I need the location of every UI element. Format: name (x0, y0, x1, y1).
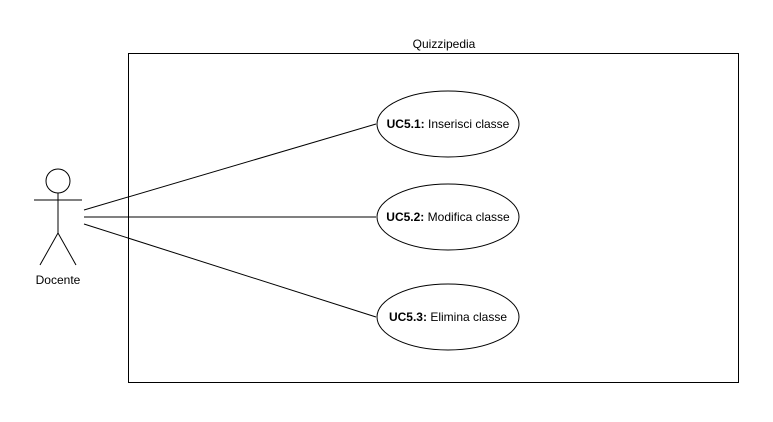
actor-right-leg (57, 232, 77, 266)
use-case-uc5-1: UC5.1: Inserisci classe (376, 90, 520, 158)
use-case-label: Inserisci classe (425, 117, 510, 131)
system-boundary (128, 53, 739, 383)
association-line-uc5-3 (83, 223, 377, 318)
actor-name: Docente (36, 273, 81, 287)
use-case-uc5-3: UC5.3: Elimina classe (376, 283, 520, 351)
use-case-ellipse (376, 90, 520, 158)
use-case-text: UC5.3: Elimina classe (389, 310, 507, 324)
association-line-uc5-1 (83, 123, 377, 211)
actor-left-leg (39, 232, 59, 266)
use-case-label: Elimina classe (427, 310, 507, 324)
use-case-id: UC5.2: (386, 210, 424, 224)
use-case-uc5-2: UC5.2: Modifica classe (376, 183, 520, 251)
use-case-id: UC5.3: (389, 310, 427, 324)
use-case-id: UC5.1: (387, 117, 425, 131)
use-case-ellipse (376, 283, 520, 351)
use-case-label: Modifica classe (424, 210, 510, 224)
use-case-ellipse (376, 183, 520, 251)
actor-head (45, 168, 71, 194)
actor-docente: Docente (34, 168, 82, 287)
use-case-text: UC5.2: Modifica classe (386, 210, 510, 224)
system-title: Quizzipedia (413, 37, 476, 51)
use-case-text: UC5.1: Inserisci classe (387, 117, 510, 131)
